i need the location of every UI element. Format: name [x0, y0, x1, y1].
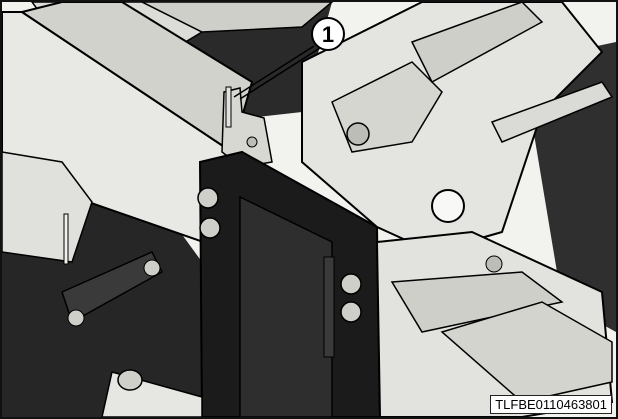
- casting-ear-hole: [346, 122, 370, 146]
- bracket-part: [221, 87, 273, 168]
- callout-leader-line: [233, 45, 315, 98]
- callout-number: 1: [322, 22, 334, 47]
- casting-rib: [410, 2, 544, 84]
- plate-bolts: [197, 187, 362, 323]
- plate-slot: [323, 256, 335, 358]
- left-bracket: [2, 151, 93, 263]
- left-bar-bolt-a: [143, 259, 161, 277]
- callout-1: 1: [311, 17, 345, 51]
- lower-hole: [485, 255, 503, 273]
- left-rod: [63, 213, 69, 265]
- callout-leader-line-2: [239, 47, 321, 100]
- bracket-hole: [246, 136, 258, 148]
- bracket-tab: [225, 86, 232, 128]
- upper-beam-top: [141, 2, 334, 33]
- main-beam-top: [19, 2, 254, 154]
- left-bar: [61, 251, 163, 324]
- casting-hole: [431, 189, 465, 223]
- casting-upper: [301, 2, 604, 254]
- reference-code: TLFBE0110463801: [490, 395, 612, 414]
- left-bar-bolt-b: [67, 309, 85, 327]
- upper-arm: [490, 81, 614, 143]
- lower-casting-face: [390, 271, 564, 333]
- callout-circle: [311, 17, 345, 51]
- mounting-plate-channel: [239, 195, 333, 417]
- lower-arm: [440, 301, 613, 403]
- cylinder-end: [117, 369, 143, 391]
